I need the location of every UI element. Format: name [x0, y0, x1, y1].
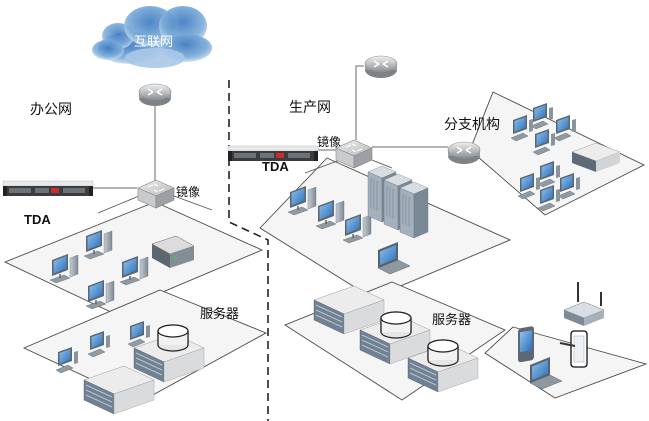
printer-icon [151, 235, 195, 268]
links [93, 65, 448, 189]
prod-router-icon [364, 55, 398, 79]
tablet-icon [559, 330, 588, 368]
database-icon [157, 324, 189, 352]
plane-wireless [484, 326, 648, 399]
database-icon [380, 311, 412, 339]
tower-server-icon [399, 181, 429, 239]
office-tda-label: TDA [24, 212, 51, 227]
branch-label: 分支机构 [444, 117, 500, 133]
internet-label: 互联网 [134, 35, 174, 50]
cloud-icon [92, 6, 212, 68]
server-icon [571, 142, 621, 172]
prod-tda-label: TDA [262, 159, 289, 174]
production-network-label: 生产网 [289, 100, 331, 116]
branch-router-icon [447, 141, 481, 165]
branch-devices [510, 102, 621, 212]
wifi-router-icon [563, 282, 605, 326]
pda-icon [518, 326, 534, 363]
prod-switch-icon [335, 139, 373, 169]
wireless-devices [518, 282, 605, 390]
office-network-label: 办公网 [30, 102, 72, 118]
office-server-label: 服务器 [200, 307, 240, 322]
office-tda-appliance-icon [2, 180, 94, 197]
link-prod-router-switch [355, 65, 364, 140]
office-router-icon [138, 83, 172, 107]
prod-mirror-label: 镜像 [317, 135, 342, 149]
office-switch-icon [137, 179, 175, 209]
office-clients [49, 229, 195, 310]
database-icon [427, 339, 459, 367]
prod-server-label: 服务器 [432, 313, 472, 328]
office-mirror-label: 镜像 [176, 185, 201, 199]
